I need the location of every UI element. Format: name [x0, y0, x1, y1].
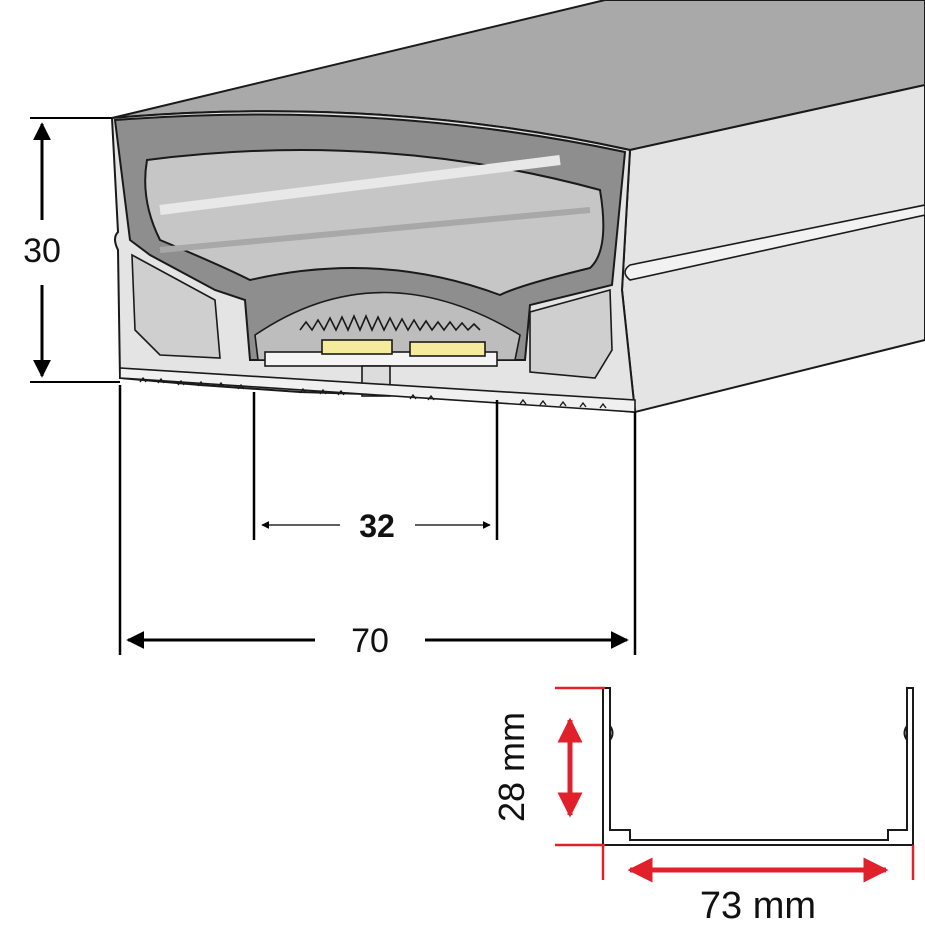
channel-width-label: 73 mm [700, 885, 816, 925]
dimension-inner-width: 32 [252, 392, 499, 544]
serrated-edge [299, 313, 481, 333]
aluminium-channel [602, 687, 914, 846]
outer-width-label: 70 [351, 622, 389, 660]
dimension-outer-width: 70 [118, 385, 637, 660]
led-chip-right [409, 341, 486, 357]
side-groove [624, 204, 925, 281]
channel-height-label: 28 mm [491, 712, 532, 822]
base-teeth [139, 376, 607, 409]
silicone-profile-3d [110, 0, 925, 414]
chamber-streak-2 [159, 207, 591, 253]
led-chip-left [321, 339, 393, 355]
dimension-channel-height: 28 mm [491, 686, 605, 847]
channel-outline [602, 687, 914, 846]
profile-base [119, 367, 636, 413]
right-chamber [529, 288, 613, 379]
height-label: 30 [23, 232, 61, 270]
chamber-streak-1 [159, 155, 561, 215]
left-chamber [131, 253, 221, 359]
dimension-channel-width: 73 mm [601, 845, 915, 925]
dimension-height: 30 [23, 117, 120, 383]
inner-width-label: 32 [359, 508, 395, 544]
